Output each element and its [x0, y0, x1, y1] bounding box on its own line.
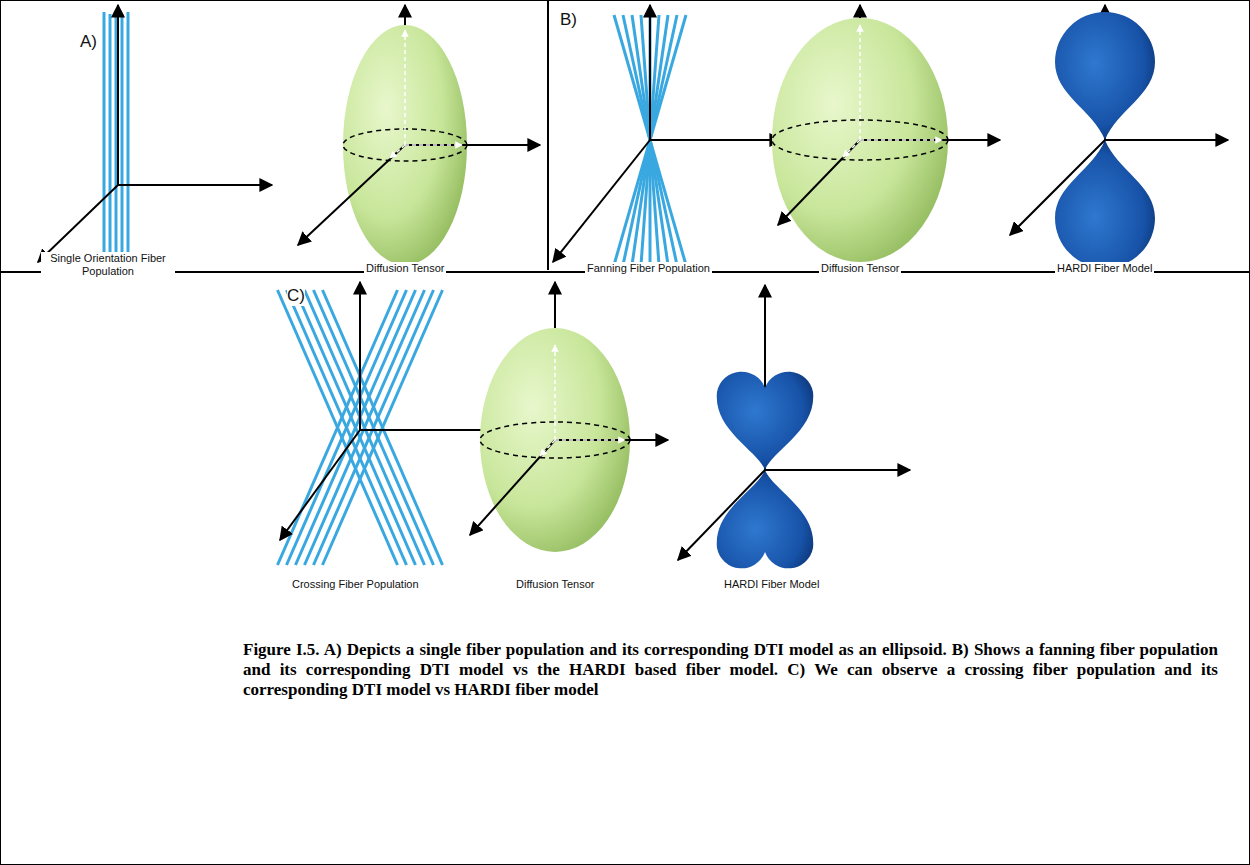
fiber-strand	[287, 290, 407, 565]
fiber-strand	[296, 290, 416, 565]
fiber-strand	[278, 290, 398, 565]
fiber-strand	[287, 290, 407, 565]
panel-letter: A)	[80, 32, 97, 52]
figure-label: Single Orientation Fiber Population	[41, 252, 175, 278]
figure-label: Diffusion Tensor	[514, 578, 596, 591]
figure-label: Diffusion Tensor	[364, 262, 446, 275]
fiber-strand	[305, 290, 425, 565]
figure-label: HARDI Fiber Model	[722, 578, 821, 591]
fiber-strand	[323, 290, 443, 565]
fiber-strand	[314, 290, 434, 565]
figure-label: Crossing Fiber Population	[290, 578, 421, 591]
fiber-strand	[278, 290, 398, 565]
fiber-strand	[296, 290, 416, 565]
fiber-strand	[314, 290, 434, 565]
figure-label: Fanning Fiber Population	[585, 262, 712, 275]
fiber-strand	[323, 290, 443, 565]
figure-caption: Figure I.5. A) Depicts a single fiber po…	[243, 640, 1218, 700]
panel-letter: B)	[560, 10, 577, 30]
panel-letter: C)	[287, 286, 305, 306]
figure-label: HARDI Fiber Model	[1055, 262, 1154, 275]
fiber-strand	[305, 290, 425, 565]
figure-label: Diffusion Tensor	[819, 262, 901, 275]
